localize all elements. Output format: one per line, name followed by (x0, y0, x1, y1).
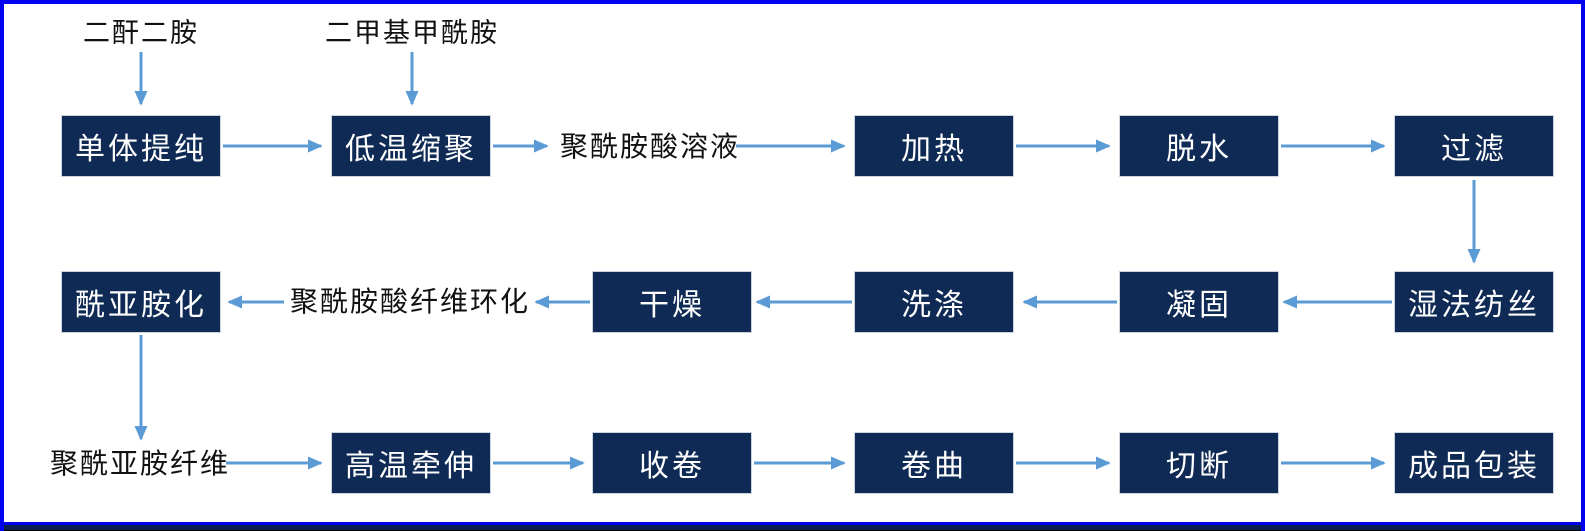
flow-arrows (134, 52, 1481, 470)
intermediate-label-polyamic-acid-fiber-cyclization: 聚酰胺酸纤维环化 (290, 285, 531, 318)
process-box-dehydration: 脱水 (1119, 115, 1279, 177)
bottom-border-line (4, 522, 1581, 526)
process-box-imidization: 酰亚胺化 (61, 271, 221, 333)
process-box-wet-spinning: 湿法纺丝 (1394, 271, 1554, 333)
process-box-washing: 洗涤 (854, 271, 1014, 333)
process-box-drying: 干燥 (592, 271, 752, 333)
intermediate-label-polyamic-acid-solution: 聚酰胺酸溶液 (559, 130, 740, 163)
process-box-cutting: 切断 (1119, 432, 1279, 494)
process-box-high-temperature-drawing: 高温牵伸 (331, 432, 491, 494)
process-box-finished-product-packaging: 成品包装 (1394, 432, 1554, 494)
process-box-winding: 收卷 (592, 432, 752, 494)
bottom-navy-bar (4, 525, 1581, 531)
process-box-monomer-purification: 单体提纯 (61, 115, 221, 177)
process-box-low-temperature-polycondensation: 低温缩聚 (331, 115, 491, 177)
raw-material-label-dimethylformamide: 二甲基甲酰胺 (325, 18, 499, 49)
raw-material-label-dianhydride-diamine: 二酐二胺 (83, 18, 199, 49)
process-box-coagulation: 凝固 (1119, 271, 1279, 333)
intermediate-label-polyimide-fiber: 聚酰亚胺纤维 (50, 447, 231, 480)
process-box-heating: 加热 (854, 115, 1014, 177)
process-box-crimping: 卷曲 (854, 432, 1014, 494)
process-box-filtration: 过滤 (1394, 115, 1554, 177)
